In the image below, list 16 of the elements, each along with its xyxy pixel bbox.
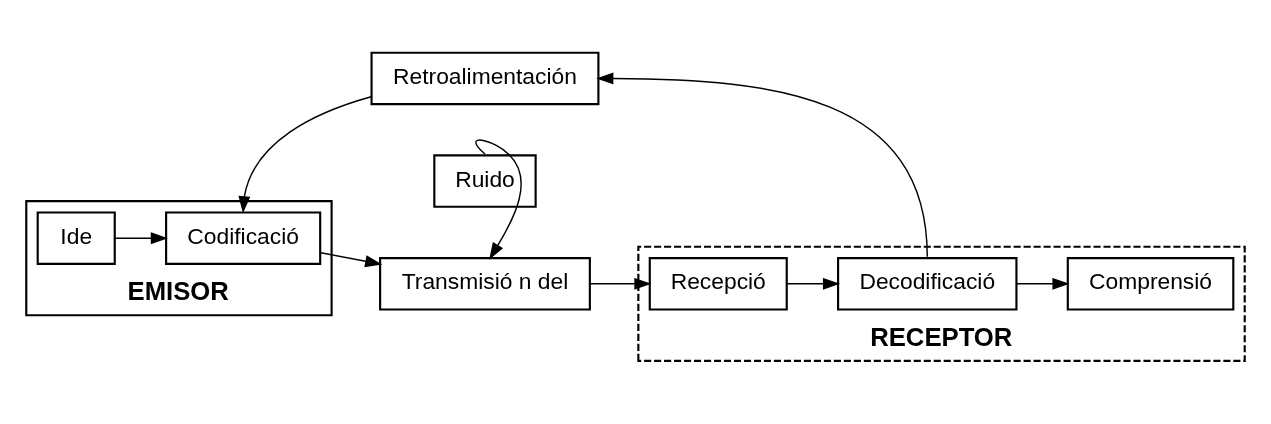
arrow (596, 71, 928, 257)
node-box: Retroalimentación (370, 51, 600, 105)
node-box: Ide (36, 210, 116, 265)
node-box: Comprensió (1066, 256, 1235, 311)
node-box: Recepció (648, 256, 788, 311)
arrow (238, 95, 372, 213)
node-box: Decodificació (837, 256, 1018, 311)
node-box: Transmisió n del (379, 256, 591, 311)
arrow (320, 251, 383, 267)
node-box: Ruido (433, 153, 537, 208)
node-box: Codificació (165, 210, 322, 265)
arrow (114, 231, 168, 244)
arrow (589, 277, 652, 290)
arrow (1015, 277, 1070, 290)
arrow (786, 277, 841, 290)
arrow (475, 138, 522, 260)
